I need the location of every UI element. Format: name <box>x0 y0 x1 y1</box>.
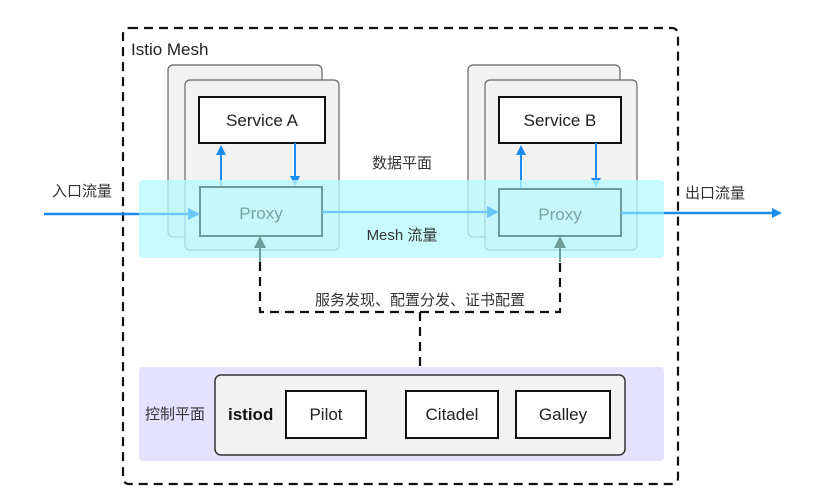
service-a-box[interactable] <box>198 96 326 144</box>
service-b-box[interactable] <box>498 96 622 144</box>
mesh-traffic-label: Mesh 流量 <box>367 227 438 244</box>
istio-mesh-boundary <box>121 26 680 486</box>
pilot-box[interactable] <box>285 390 367 439</box>
service-b-label: Service B <box>524 111 597 130</box>
proxy-a-label: Proxy <box>239 204 283 223</box>
pilot-label: Pilot <box>309 405 342 424</box>
service-a-label: Service A <box>226 111 298 130</box>
galley-box[interactable] <box>515 390 611 439</box>
egress-traffic-label: 出口流量 <box>685 184 745 202</box>
control-link-dashed-line <box>258 262 562 314</box>
citadel-label: Citadel <box>426 405 479 424</box>
control-plane-label: 控制平面 <box>145 405 205 423</box>
control-link-label-bg <box>318 290 544 308</box>
data-plane-label: 数据平面 <box>372 154 432 172</box>
proxy-b-label: Proxy <box>538 205 582 224</box>
istio-mesh-label: Istio Mesh <box>131 40 208 59</box>
control-link-label: 服务发现、配置分发、证书配置 <box>315 291 525 309</box>
ingress-traffic-label: 入口流量 <box>52 182 112 200</box>
galley-label: Galley <box>539 405 588 424</box>
citadel-box[interactable] <box>405 390 499 439</box>
mesh-traffic-band <box>139 180 664 258</box>
istiod-label: istiod <box>228 405 273 424</box>
